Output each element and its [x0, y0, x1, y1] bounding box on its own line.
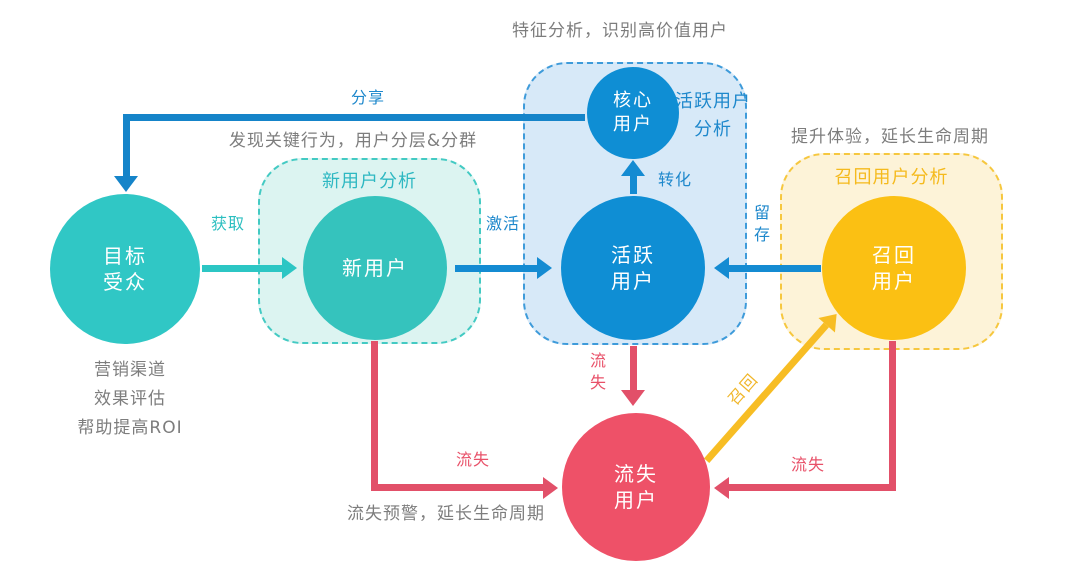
core-user-label-line1: 核心 [613, 90, 653, 112]
new-user-circle: 新用户 [303, 196, 447, 340]
churn-from-new-line-vertical [371, 341, 378, 488]
recall-user-label-line1: 召回 [872, 242, 916, 267]
churn-from-active-line [630, 346, 637, 390]
convert-arrow-line [630, 176, 637, 194]
acquire-arrow-label: 获取 [210, 214, 245, 233]
churn-from-active-arrowhead-down [621, 390, 645, 406]
recall-user-label-line2: 用户 [872, 269, 916, 293]
churn-user-circle: 流失 用户 [562, 413, 710, 561]
active-user-circle: 活跃 用户 [561, 196, 705, 340]
convert-arrow-label: 转化 [657, 170, 692, 189]
experience-note: 提升体验，延长生命周期 [791, 127, 989, 147]
active-user-label-line2: 用户 [611, 269, 655, 293]
share-arrow-line-vertical [123, 114, 130, 176]
core-user-circle: 核心 用户 [587, 67, 679, 159]
new-user-analysis-title: 新用户分析 [322, 171, 417, 192]
churn-from-recall-line-vertical [889, 341, 896, 488]
share-arrow-line-horizontal [123, 114, 585, 121]
active-user-label-line1: 活跃 [611, 242, 655, 267]
churn-from-new-label: 流失 [455, 450, 490, 469]
recall-arrow-label: 召回 [724, 369, 763, 409]
feature-analysis-note: 特征分析，识别高价值用户 [512, 21, 728, 41]
churn-user-label-line1: 流失 [614, 461, 658, 486]
share-arrow-label: 分享 [350, 88, 385, 107]
active-user-analysis-title-line2: 分析 [694, 118, 732, 140]
churn-user-label-line2: 用户 [614, 488, 658, 512]
churn-warning-note: 流失预警，延长生命周期 [347, 504, 545, 524]
target-audience-label-line1: 目标 [103, 243, 147, 268]
churn-from-new-line-horizontal [371, 484, 543, 491]
churn-from-recall-label: 流失 [790, 455, 825, 474]
target-audience-circle: 目标 受众 [50, 194, 200, 344]
marketing-note-line3: 帮助提高ROI [77, 418, 183, 438]
activate-arrowhead-right [537, 257, 552, 279]
key-behavior-note: 发现关键行为，用户分层&分群 [228, 131, 478, 151]
marketing-note: 营销渠道 效果评估 帮助提高ROI [30, 356, 230, 443]
active-user-analysis-title: 活跃用户 分析 [666, 88, 760, 144]
retain-arrow-line [729, 265, 821, 272]
churn-from-recall-line-horizontal [729, 484, 896, 491]
marketing-note-line1: 营销渠道 [94, 360, 166, 380]
convert-arrowhead-up [621, 160, 645, 176]
churn-from-recall-arrowhead-left [714, 477, 729, 499]
marketing-note-line2: 效果评估 [94, 389, 166, 409]
active-user-analysis-title-line1: 活跃用户 [675, 91, 751, 112]
churn-from-active-label: 流失 [589, 351, 606, 392]
acquire-arrow-line [202, 265, 282, 272]
retain-arrow-label: 留存 [753, 203, 770, 244]
acquire-arrowhead-right [282, 257, 297, 279]
new-user-label: 新用户 [342, 255, 408, 280]
churn-from-new-arrowhead-right [543, 477, 558, 499]
target-audience-label-line2: 受众 [103, 270, 147, 294]
retain-arrowhead-left [714, 257, 729, 279]
activate-arrow-line [455, 265, 537, 272]
share-arrowhead-down [114, 176, 138, 192]
activate-arrow-label: 激活 [485, 214, 520, 233]
recall-user-analysis-title: 召回用户分析 [834, 167, 949, 188]
core-user-label-line2: 用户 [613, 114, 653, 135]
recall-user-circle: 召回 用户 [822, 196, 966, 340]
